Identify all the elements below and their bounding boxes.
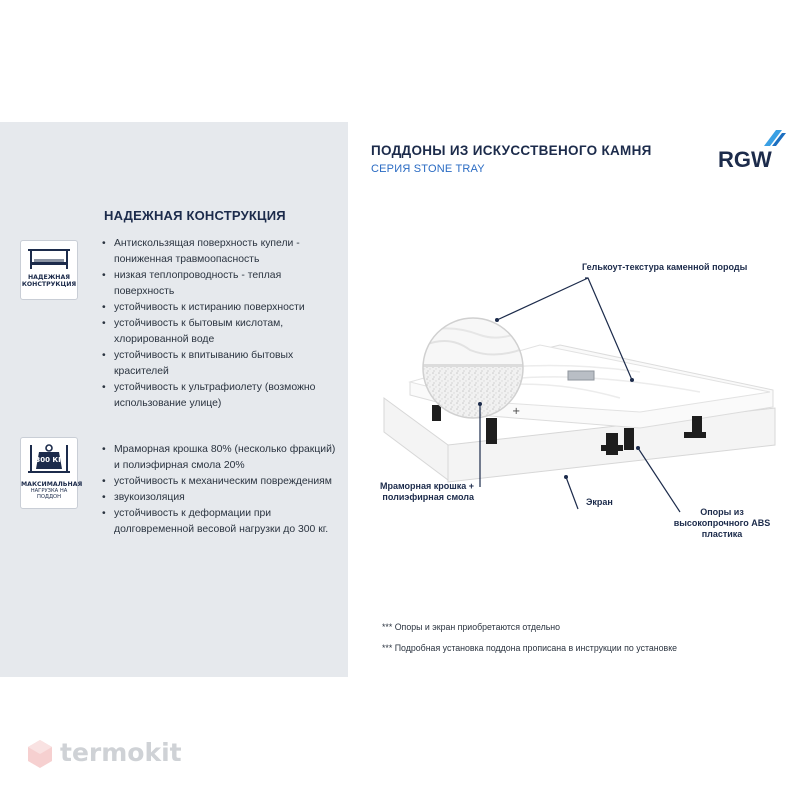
weight-label: 300 КГ xyxy=(35,456,63,464)
page-title: ПОДДОНЫ ИЗ ИСКУССТВЕНОГО КАМНЯ xyxy=(371,143,652,158)
termokit-logo-icon xyxy=(28,740,52,768)
shelf-icon xyxy=(28,249,70,269)
page-subtitle: СЕРИЯ STONE TRAY xyxy=(371,163,485,175)
section-title: НАДЕЖНАЯ КОНСТРУКЦИЯ xyxy=(104,208,286,223)
list-item: устойчивость к впитыванию бытовых красит… xyxy=(100,348,340,380)
list-item: Мраморная крошка 80% (несколько фракций)… xyxy=(100,442,340,474)
support-legs xyxy=(432,405,706,455)
list-item: звукоизоляция xyxy=(100,490,340,506)
list-item: устойчивость к истиранию поверхности xyxy=(100,300,340,316)
list-item: устойчивость к бытовым кислотам, хлориро… xyxy=(100,316,340,348)
rgw-logo-icon xyxy=(764,130,786,146)
badge-caption-2: НАГРУЗКА НА ПОДДОН xyxy=(30,488,68,500)
zoom-circle xyxy=(422,317,524,419)
list-item: устойчивость к механическим повреждениям xyxy=(100,474,340,490)
brand-logo: RGW xyxy=(718,147,772,172)
note-1: *** Опоры и экран приобретаются отдельно xyxy=(382,622,561,632)
screen-callout: Экран xyxy=(586,497,613,507)
note-2: *** Подробная установка поддона прописан… xyxy=(382,643,678,653)
svg-text:+: + xyxy=(512,406,520,417)
watermark: termokit xyxy=(60,738,182,767)
features-list: Антискользящая поверхность купели - пони… xyxy=(100,236,340,412)
gelcoat-callout: Гелькоут-текстура каменной породы xyxy=(582,262,748,272)
list-item: Антискользящая поверхность купели - пони… xyxy=(100,236,340,268)
drain-icon xyxy=(567,370,595,381)
max-load-badge: 300 КГ МАКСИМАЛЬНАЯ НАГРУЗКА НА ПОДДОН xyxy=(20,437,83,509)
list-item: низкая теплопроводность - теплая поверхн… xyxy=(100,268,340,300)
marble-callout: Мраморная крошка + полиэфирная смола xyxy=(380,481,474,502)
list-item: устойчивость к ультрафиолету (возможно и… xyxy=(100,380,340,412)
badge-caption: НАДЕЖНАЯ КОНСТРУКЦИЯ xyxy=(21,274,77,288)
weight-icon: 300 КГ xyxy=(28,444,70,473)
list-item: устойчивость к деформации при долговреме… xyxy=(100,506,340,538)
badge-caption: МАКСИМАЛЬНАЯ xyxy=(21,481,83,488)
material-list: Мраморная крошка 80% (несколько фракций)… xyxy=(100,442,340,538)
supports-callout: Опоры из высокопрочного ABS пластика xyxy=(673,507,771,539)
construction-badge: НАДЕЖНАЯ КОНСТРУКЦИЯ xyxy=(20,240,78,300)
